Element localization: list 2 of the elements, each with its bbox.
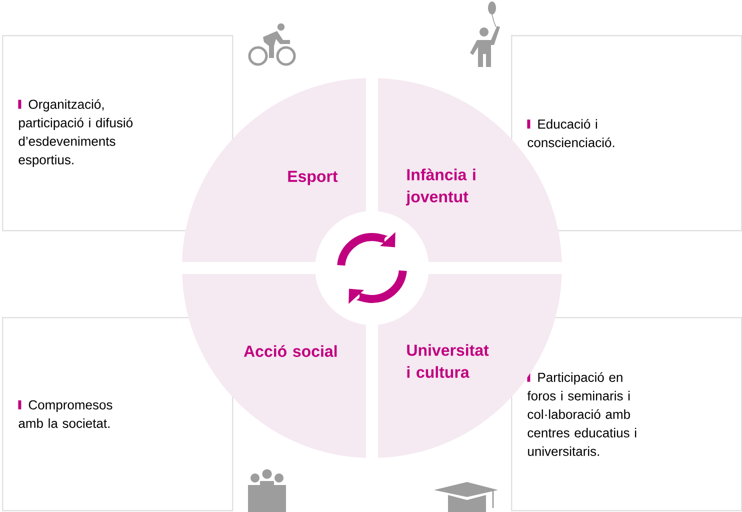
quadrant-sector: Acció social (182, 274, 366, 458)
quadrant-sector: Esport (182, 78, 366, 262)
